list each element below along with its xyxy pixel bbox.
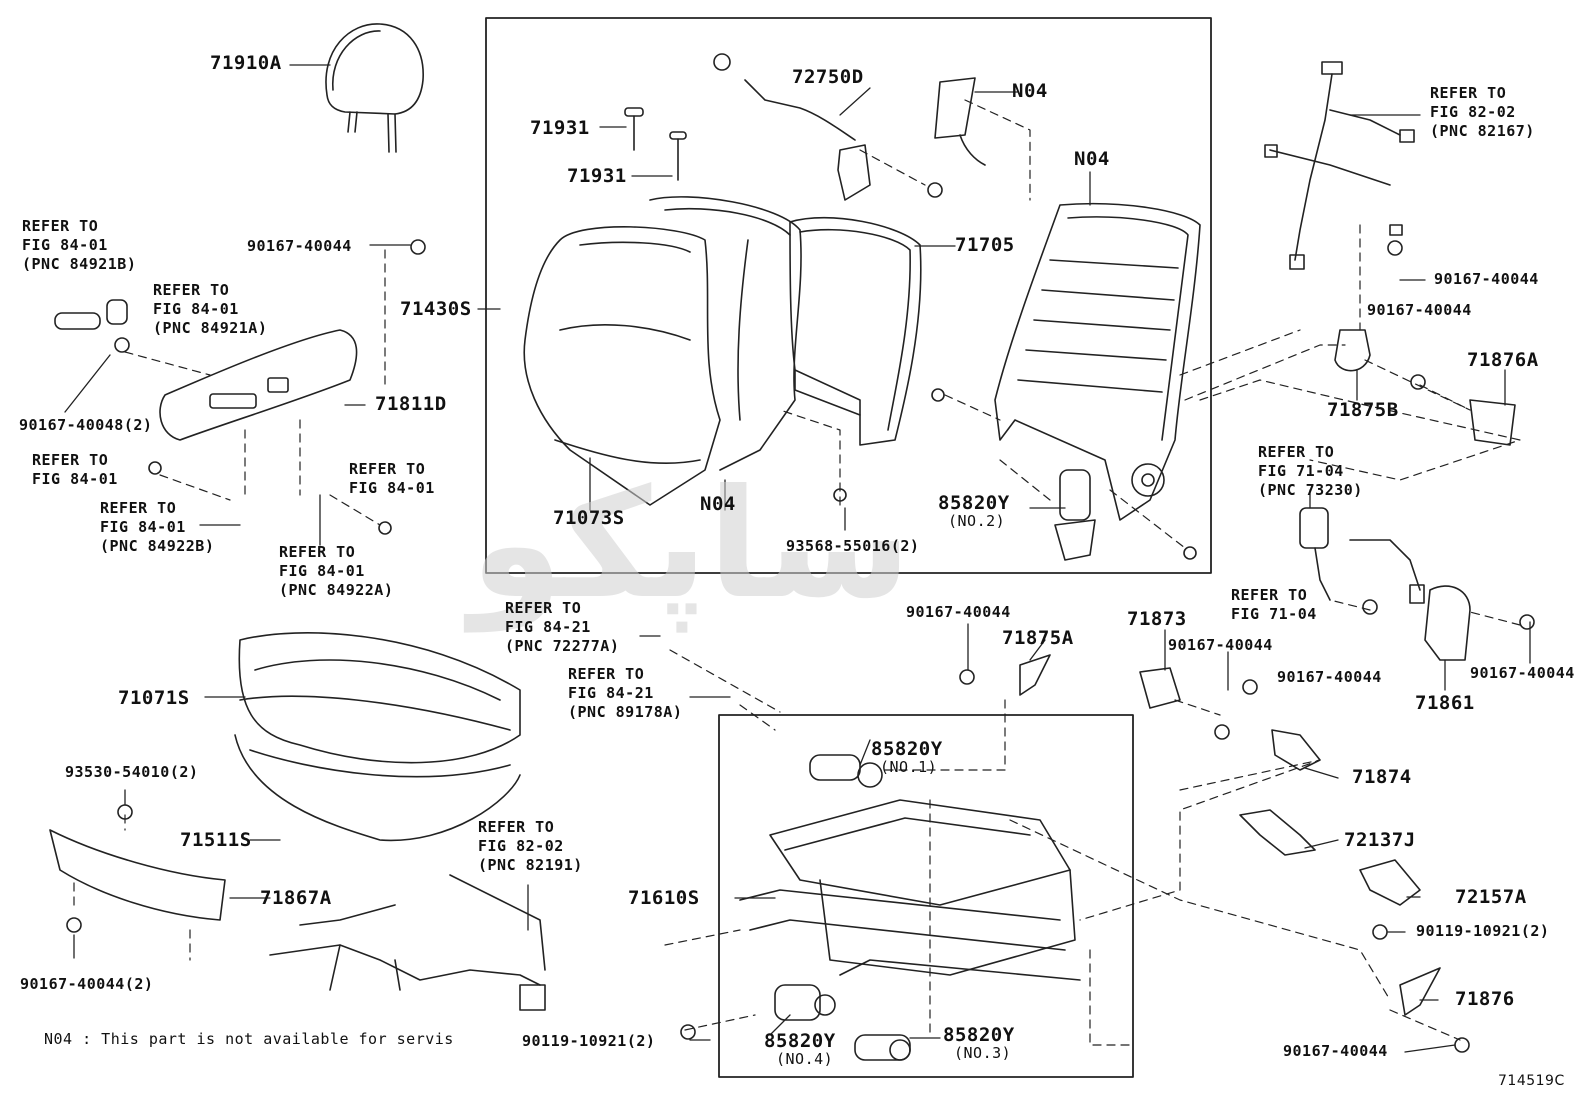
part-label-71931-upper: 71931 (530, 117, 590, 139)
ref-label-84922b: REFER TO FIG 84-01 (PNC 84922B) (100, 499, 215, 555)
motor-no3-shape (854, 1034, 911, 1061)
knob-84921a-shape (106, 299, 128, 325)
part-label-72157a: 72157A (1455, 886, 1527, 908)
back-board-shape (789, 216, 922, 446)
motor-no1-shape (809, 754, 883, 788)
seat-track-shape (739, 799, 1081, 981)
sub-label-no3: (NO.3) (954, 1044, 1012, 1062)
part-label-71511s: 71511S (180, 829, 252, 851)
cover-71861-shape (1424, 585, 1471, 661)
seatback-group-box (485, 17, 1212, 574)
ref-label-82167: REFER TO FIG 82-02 (PNC 82167) (1430, 84, 1535, 140)
pad-n04-shape (934, 77, 986, 166)
seatback-frame-shape (994, 202, 1201, 521)
dashed-alignment-lines (73, 99, 1521, 1046)
part-label-93568-55016: 93568-55016(2) (786, 537, 920, 555)
ref-label-84921a: REFER TO FIG 84-01 (PNC 84921A) (153, 281, 268, 337)
part-label-n04-pad: N04 (1012, 80, 1048, 102)
bracket-71873-shape (1139, 667, 1181, 709)
part-label-71073s: 71073S (553, 507, 625, 529)
screw-shapes (66, 182, 1535, 1053)
part-label-n04-frame: N04 (1074, 148, 1110, 170)
bracket-72137j-shape (1239, 809, 1316, 856)
part-label-71705: 71705 (955, 234, 1015, 256)
part-label-90167-r3: 90167-40044 (1470, 664, 1575, 682)
diagram-code: 714519C (1498, 1073, 1565, 1089)
part-label-90167-40048: 90167-40048(2) (19, 416, 153, 434)
bracket-72157a-shape (1359, 859, 1421, 906)
ref-label-84922a: REFER TO FIG 84-01 (PNC 84922A) (279, 543, 394, 599)
part-label-71910a: 71910A (210, 52, 282, 74)
ref-label-84921b: REFER TO FIG 84-01 (PNC 84921B) (22, 217, 137, 273)
bracket-71874-shape (1271, 729, 1321, 771)
part-label-72750d: 72750D (792, 66, 864, 88)
footnote-n04: N04 : This part is not available for ser… (44, 1030, 454, 1048)
part-label-90167-r6: 90167-40044 (1283, 1042, 1388, 1060)
part-label-90167-top: 90167-40044 (247, 237, 352, 255)
pin-71931-shapes (624, 107, 687, 181)
ref-label-7104: REFER TO FIG 71-04 (1231, 586, 1317, 623)
ref-label-8401-left: REFER TO FIG 84-01 (32, 451, 118, 488)
seat-cushion-shape (234, 632, 521, 842)
part-label-90167-r2: 90167-40044 (1367, 301, 1472, 319)
ref-label-82191: REFER TO FIG 82-02 (PNC 82191) (478, 818, 583, 874)
part-label-90119-mid: 90119-10921(2) (522, 1032, 656, 1050)
part-label-71875b: 71875B (1327, 399, 1399, 421)
cable-72750d-shape (713, 53, 871, 201)
motor-no4-shape (774, 984, 836, 1021)
part-label-85820y-no3: 85820Y (943, 1024, 1015, 1046)
part-label-71811d: 71811D (375, 393, 447, 415)
part-label-71876: 71876 (1455, 988, 1515, 1010)
part-label-71873: 71873 (1127, 608, 1187, 630)
part-label-90167-mid: 90167-40044 (906, 603, 1011, 621)
seatback-cover-shape (523, 196, 802, 506)
wire-harness-shape (269, 874, 546, 1011)
seat-track-group-box (718, 714, 1134, 1078)
motor-no2-shape (1054, 469, 1096, 561)
part-label-90167-r4: 90167-40044 (1168, 636, 1273, 654)
part-label-71861: 71861 (1415, 692, 1475, 714)
ref-label-89178a: REFER TO FIG 84-21 (PNC 89178A) (568, 665, 683, 721)
part-label-71867a: 71867A (260, 887, 332, 909)
bracket-71876a-shape (1469, 399, 1516, 446)
part-label-71874: 71874 (1352, 766, 1412, 788)
sub-label-no4: (NO.4) (776, 1050, 834, 1068)
headrest-shape (325, 23, 424, 153)
part-label-90167-r5: 90167-40044 (1277, 668, 1382, 686)
panel-71867a-shape (49, 829, 226, 921)
side-cover-71811d-shape (159, 329, 358, 441)
ref-label-73230: REFER TO FIG 71-04 (PNC 73230) (1258, 443, 1363, 499)
part-label-n04-cover: N04 (700, 493, 736, 515)
knob-84921b-shape (54, 312, 101, 330)
watermark: ساپکو (470, 458, 912, 632)
part-label-85820y-no2: 85820Y (938, 492, 1010, 514)
harness-82167-shape (1264, 61, 1415, 270)
part-label-71876a: 71876A (1467, 349, 1539, 371)
part-label-72137j: 72137J (1344, 829, 1416, 851)
bracket-71876-shape (1399, 967, 1441, 1016)
sub-label-no2: (NO.2) (948, 512, 1006, 530)
part-label-71931-lower: 71931 (567, 165, 627, 187)
sub-label-no1: (NO.1) (880, 758, 938, 776)
part-label-71071s: 71071S (118, 687, 190, 709)
part-label-71430s: 71430S (400, 298, 472, 320)
part-label-71610s: 71610S (628, 887, 700, 909)
part-label-93530-54010: 93530-54010(2) (65, 763, 199, 781)
part-label-90119-r: 90119-10921(2) (1416, 922, 1550, 940)
seatbelt-buckle-shape (1299, 507, 1425, 604)
ref-label-8401-right: REFER TO FIG 84-01 (349, 460, 435, 497)
part-label-71875a: 71875A (1002, 627, 1074, 649)
part-label-85820y-no1: 85820Y (871, 738, 943, 760)
leader-lines (64, 64, 1531, 1053)
ref-label-72277a: REFER TO FIG 84-21 (PNC 72277A) (505, 599, 620, 655)
bracket-71875a-shape (1019, 654, 1051, 696)
bracket-71875b-shape (1334, 329, 1371, 372)
part-label-90167-left: 90167-40044(2) (20, 975, 154, 993)
part-label-90167-r1: 90167-40044 (1434, 270, 1539, 288)
part-label-85820y-no4: 85820Y (764, 1030, 836, 1052)
